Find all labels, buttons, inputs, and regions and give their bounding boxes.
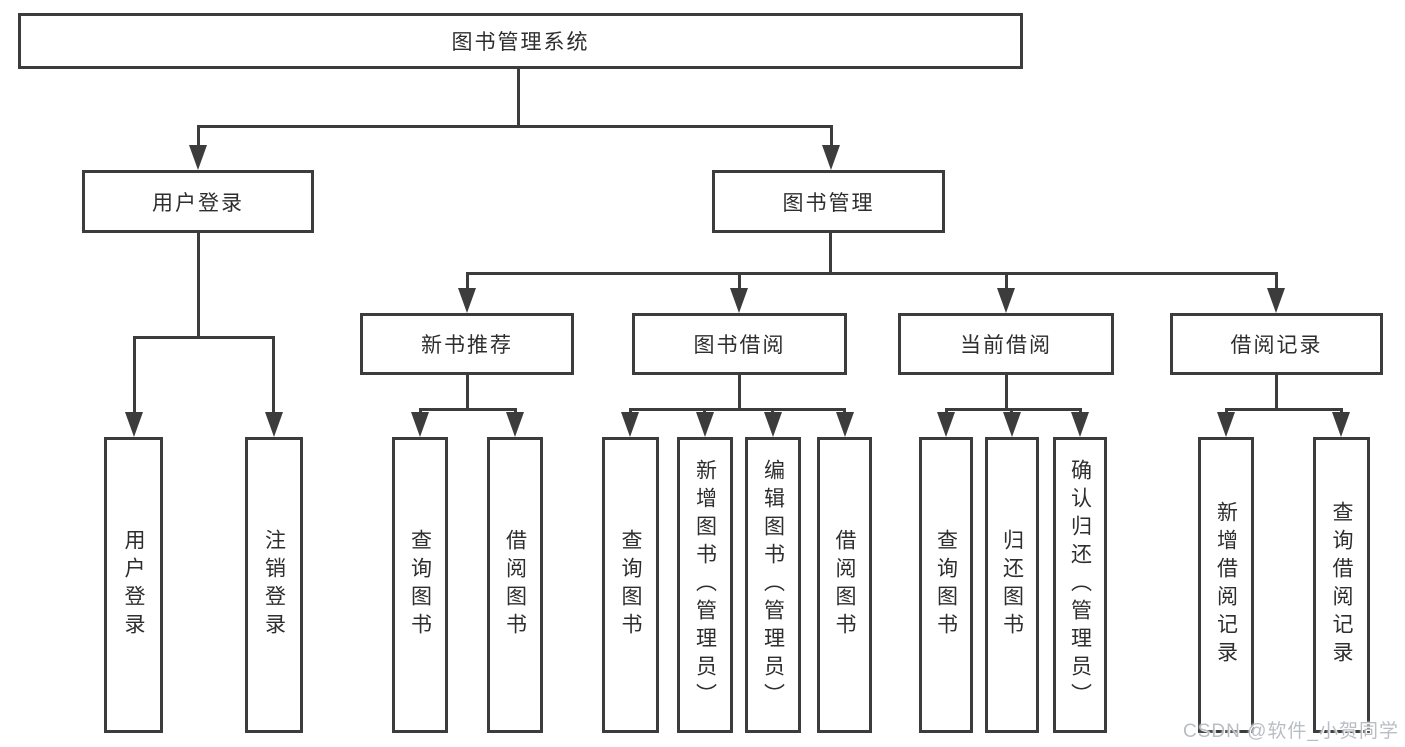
connector-line [1005,375,1008,408]
connector-line [945,408,1082,411]
leaf-add-book-admin: 新增图书（管理员） [677,437,733,733]
node-label: 用户登录 [152,191,244,215]
connector-line [419,408,517,411]
node-label: 查询借阅记录 [1330,501,1353,669]
leaf-borrow-book-recommend: 借阅图书 [487,437,543,733]
leaf-query-book-recommend: 查询图书 [392,437,448,733]
node-book-borrowing: 图书借阅 [632,313,847,375]
leaf-query-book-current: 查询图书 [919,437,973,733]
leaf-user-login: 用户登录 [104,437,163,733]
connector-line [738,375,741,408]
node-new-book-recommend: 新书推荐 [360,313,574,375]
arrowhead-icon [997,288,1015,313]
leaf-query-book-borrowing: 查询图书 [602,437,659,733]
connector-line [466,272,469,290]
node-label: 查询图书 [408,529,432,641]
arrowhead-icon [411,412,429,437]
node-label: 图书管理系统 [451,31,590,54]
arrowhead-icon [1071,412,1089,437]
node-user-login: 用户登录 [82,170,314,233]
connector-line [466,272,1277,275]
arrowhead-icon [189,145,207,170]
leaf-edit-book-admin: 编辑图书（管理员） [745,437,801,733]
arrowhead-icon [1332,412,1350,437]
arrowhead-icon [836,412,854,437]
arrowhead-icon [1217,412,1235,437]
connector-line [1225,408,1343,411]
connector-line [133,336,275,339]
node-label: 借阅图书 [503,529,527,641]
node-label: 新增图书（管理员） [693,459,717,711]
node-label: 注销登录 [262,529,286,641]
node-library-management-system: 图书管理系统 [18,13,1023,69]
node-label: 当前借阅 [960,334,1052,357]
node-label: 借阅记录 [1230,334,1323,357]
node-label: 归还图书 [1000,529,1024,641]
arrowhead-icon [937,412,955,437]
arrowhead-icon [764,412,782,437]
node-label: 新书推荐 [421,334,513,357]
connector-line [197,233,200,336]
arrowhead-icon [125,412,143,437]
arrowhead-icon [730,288,748,313]
connector-line [1275,272,1278,290]
node-label: 图书借阅 [693,334,786,357]
connector-line [197,125,200,150]
arrowhead-icon [822,145,840,170]
leaf-confirm-return-admin: 确认归还（管理员） [1053,437,1107,733]
node-label: 新增借阅记录 [1214,501,1238,669]
node-label: 查询图书 [619,529,642,641]
connector-line [829,233,832,272]
connector-line [738,272,741,290]
arrowhead-icon [458,288,476,313]
leaf-return-book: 归还图书 [985,437,1039,733]
connector-line [629,408,846,411]
leaf-add-borrow-record: 新增借阅记录 [1198,437,1254,733]
connector-line [133,336,136,415]
arrowhead-icon [1003,412,1021,437]
node-label: 图书管理 [782,191,875,215]
node-label: 借阅图书 [833,529,856,641]
connector-line [197,125,833,128]
connector-line [517,69,520,125]
arrowhead-icon [696,412,714,437]
connector-line [830,125,833,150]
leaf-logout-login: 注销登录 [245,437,303,733]
node-label: 用户登录 [122,529,145,641]
node-label: 编辑图书（管理员） [761,459,785,711]
leaf-borrow-book: 借阅图书 [817,437,872,733]
connector-line [272,336,275,415]
arrowhead-icon [621,412,639,437]
arrowhead-icon [265,412,283,437]
node-label: 确认归还（管理员） [1068,459,1092,711]
connector-line [466,375,469,408]
connector-line [1005,272,1008,290]
csdn-watermark: CSDN @软件_小贺同学 [1183,721,1399,742]
connector-line [1275,375,1278,408]
leaf-query-borrow-record: 查询借阅记录 [1313,437,1370,733]
node-label: 查询图书 [934,529,958,641]
node-book-management: 图书管理 [712,170,945,233]
arrowhead-icon [506,412,524,437]
node-current-borrowing: 当前借阅 [898,313,1114,375]
arrowhead-icon [1267,288,1285,313]
node-borrowing-records: 借阅记录 [1170,313,1383,375]
